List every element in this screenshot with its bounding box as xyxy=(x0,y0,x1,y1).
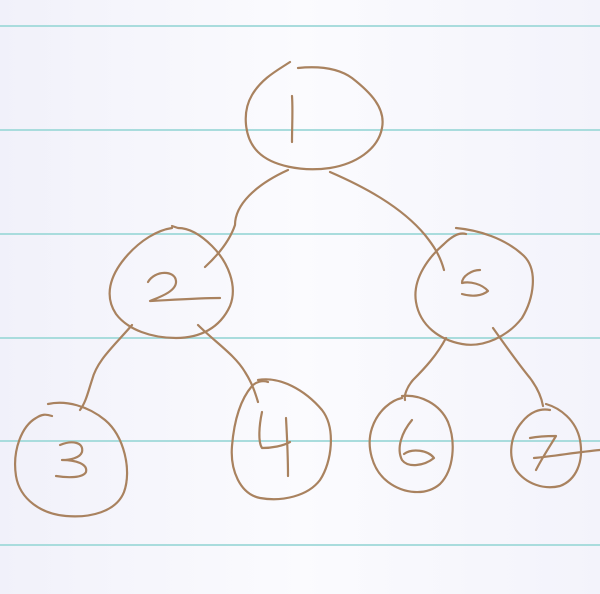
tree-node-2 xyxy=(108,224,234,340)
node-label-7 xyxy=(528,434,600,472)
tree-node-3 xyxy=(14,401,129,518)
label-text-4: 4 xyxy=(278,443,279,445)
node-circle xyxy=(108,224,234,340)
node-label-4 xyxy=(258,410,292,478)
node-circle xyxy=(230,378,332,501)
node-label-5 xyxy=(460,268,490,297)
label-text-7: 7 xyxy=(546,447,547,449)
node-circle xyxy=(14,401,129,518)
edge-2-4 xyxy=(196,323,260,404)
node-label-2 xyxy=(146,271,222,303)
node-label-3 xyxy=(54,441,88,479)
tree-edges xyxy=(78,168,545,412)
edge-5-7 xyxy=(491,326,545,408)
node-circle xyxy=(368,394,454,494)
node-circle xyxy=(414,226,534,346)
tree-node-6 xyxy=(368,394,454,494)
ruled-lines xyxy=(0,25,600,546)
node-circle xyxy=(510,402,583,489)
node-circle xyxy=(244,60,384,171)
edge-5-6 xyxy=(403,336,448,402)
edge-1-2 xyxy=(203,168,290,269)
tree-node-1 xyxy=(244,60,384,171)
tree-node-7 xyxy=(510,402,600,489)
edge-2-3 xyxy=(78,323,134,412)
edge-1-5 xyxy=(328,170,446,272)
node-label-6 xyxy=(398,418,436,467)
label-text-6: 6 xyxy=(414,445,415,447)
tree-node-5 xyxy=(414,226,534,346)
tree-node-4 xyxy=(230,378,332,501)
